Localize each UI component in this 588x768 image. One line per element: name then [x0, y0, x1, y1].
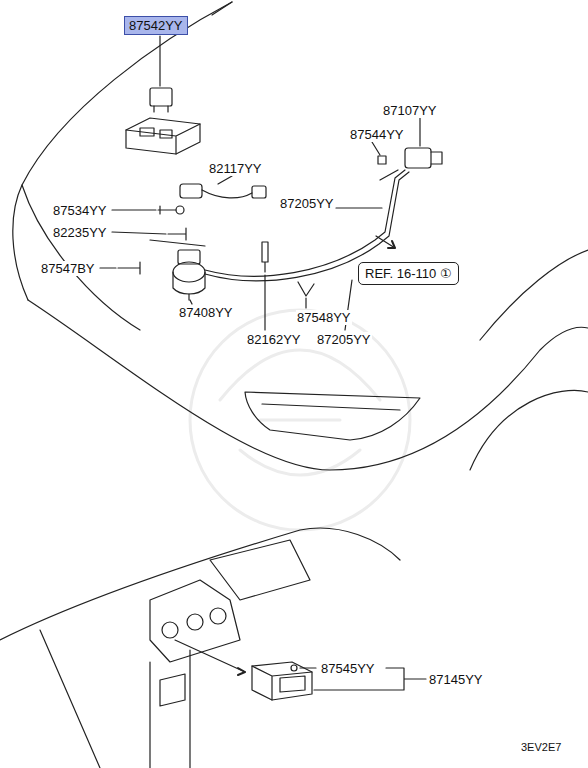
- part-number: 82162YY: [246, 332, 302, 347]
- diagram-code: 3EV2E7: [520, 740, 562, 755]
- part-number: 82117YY: [208, 161, 263, 176]
- part-number: 82235YY: [52, 225, 108, 240]
- part-number: 87542YY: [129, 18, 183, 33]
- reference-box: REF. 16-110 ①: [358, 262, 459, 285]
- part-number: 87107YY: [382, 103, 438, 118]
- part-number: 87548YY: [296, 310, 352, 325]
- part-number: 87534YY: [52, 203, 108, 218]
- part-number: 87545YY: [320, 661, 376, 676]
- part-number: 87547BY: [40, 261, 96, 276]
- part-number: 87205YY: [279, 196, 335, 211]
- part-number: 87205YY: [316, 332, 372, 347]
- highlighted-part-number: 87542YY: [124, 16, 188, 35]
- part-number: 87145YY: [428, 672, 484, 687]
- part-number: REF. 16-110 ①: [365, 266, 452, 281]
- part-number: 87408YY: [178, 305, 234, 320]
- part-number: 87544YY: [349, 127, 405, 142]
